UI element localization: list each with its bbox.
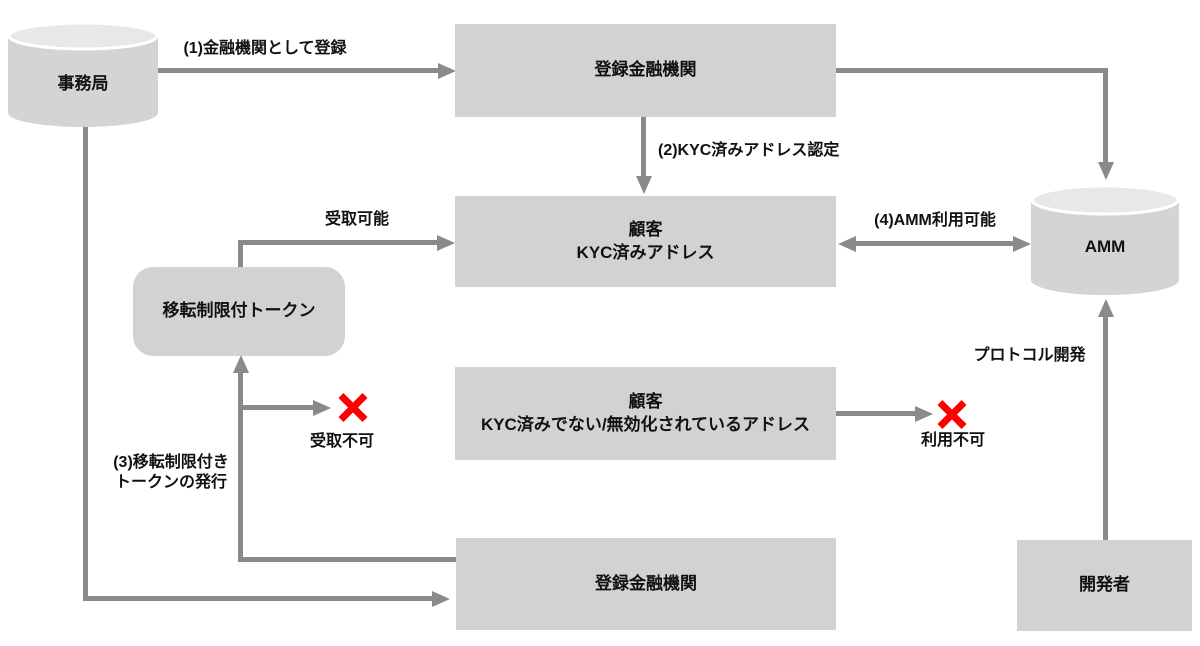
not-receivable-cross-icon [338, 392, 368, 422]
edge-register-fi-arrowhead-icon [438, 62, 456, 79]
edge-protocol-dev-label: プロトコル開発 [973, 347, 1086, 364]
edge-not-receivable-arrowhead-icon [313, 399, 331, 416]
edge-issue-token-arrowhead-icon [232, 355, 249, 373]
edge-issue-token-label-line2: トークンの発行 [114, 474, 227, 491]
edge-issue-token-label: (3)移転制限付き トークンの発行 [86, 453, 256, 493]
edge-register-fi-label: (1)金融機関として登録 [183, 40, 347, 57]
cylinder-shape-icon [8, 22, 158, 127]
node-registered-fi-top-label: 登録金融機関 [594, 60, 697, 80]
edge-not-receivable-label: 受取不可 [309, 433, 374, 450]
edge-protocol-dev-arrowhead-icon [1097, 299, 1114, 317]
node-registered-fi-bottom: 登録金融機関 [456, 538, 836, 630]
node-customer-non-kyc-label-line1: 顧客 [628, 391, 663, 411]
edge-receivable-label: 受取可能 [324, 211, 389, 228]
not-usable-cross-icon [937, 399, 967, 429]
edge-protocol-dev-line [1103, 316, 1108, 540]
edge-not-usable-arrowhead-icon [915, 405, 933, 422]
node-secretariat-label: 事務局 [57, 74, 109, 93]
node-registered-fi-top: 登録金融機関 [455, 24, 836, 117]
node-customer-non-kyc-label-line2: KYC済みでない/無効化されているアドレス [480, 414, 811, 434]
node-secretariat: 事務局 [8, 22, 158, 127]
node-customer-kyc: 顧客 KYC済みアドレス [455, 196, 836, 287]
node-restricted-token-label: 移転制限付トークン [162, 301, 316, 321]
edge-secretariat-bottom-arrowhead-icon [432, 590, 450, 607]
edge-kyc-certify-label: (2)KYC済みアドレス認定 [658, 142, 840, 159]
edge-receivable-vline [238, 240, 243, 267]
node-restricted-token: 移転制限付トークン [133, 267, 345, 356]
edge-fi-to-amm-vline [1103, 68, 1108, 162]
node-registered-fi-bottom-label: 登録金融機関 [595, 573, 697, 593]
edge-amm-usable-label: (4)AMM利用可能 [874, 212, 996, 229]
edge-receivable-arrowhead-icon [437, 234, 455, 251]
node-customer-kyc-label-line1: 顧客 [628, 219, 663, 239]
node-amm: AMM [1031, 185, 1179, 295]
edge-fi-to-amm-hline [836, 68, 1108, 73]
edge-kyc-certify-line [641, 117, 646, 176]
node-customer-kyc-label-line2: KYC済みアドレス [576, 242, 715, 262]
node-amm-label: AMM [1084, 237, 1126, 256]
edge-amm-usable-right-arrowhead-icon [1013, 235, 1031, 252]
edge-fi-to-amm-arrowhead-icon [1097, 162, 1114, 180]
edge-receivable-hline [238, 240, 438, 245]
node-developer-label: 開発者 [1079, 575, 1130, 595]
edge-not-usable-label: 利用不可 [920, 432, 985, 449]
edge-issue-token-vline [238, 372, 243, 562]
edge-register-fi-line [158, 68, 439, 73]
edge-issue-token-label-line1: (3)移転制限付き [113, 454, 229, 471]
edge-issue-token-hline [238, 557, 456, 562]
edge-secretariat-bottom-vline [83, 127, 88, 601]
edge-kyc-certify-arrowhead-icon [635, 176, 652, 194]
edge-amm-usable-line [854, 241, 1014, 246]
edge-secretariat-bottom-hline [83, 596, 433, 601]
edge-not-usable-line [836, 411, 916, 416]
node-customer-non-kyc: 顧客 KYC済みでない/無効化されているアドレス [455, 367, 836, 460]
edge-amm-usable-left-arrowhead-icon [838, 235, 856, 252]
node-developer: 開発者 [1017, 540, 1192, 631]
edge-not-receivable-line [238, 405, 314, 410]
cylinder-shape-icon [1031, 185, 1179, 295]
